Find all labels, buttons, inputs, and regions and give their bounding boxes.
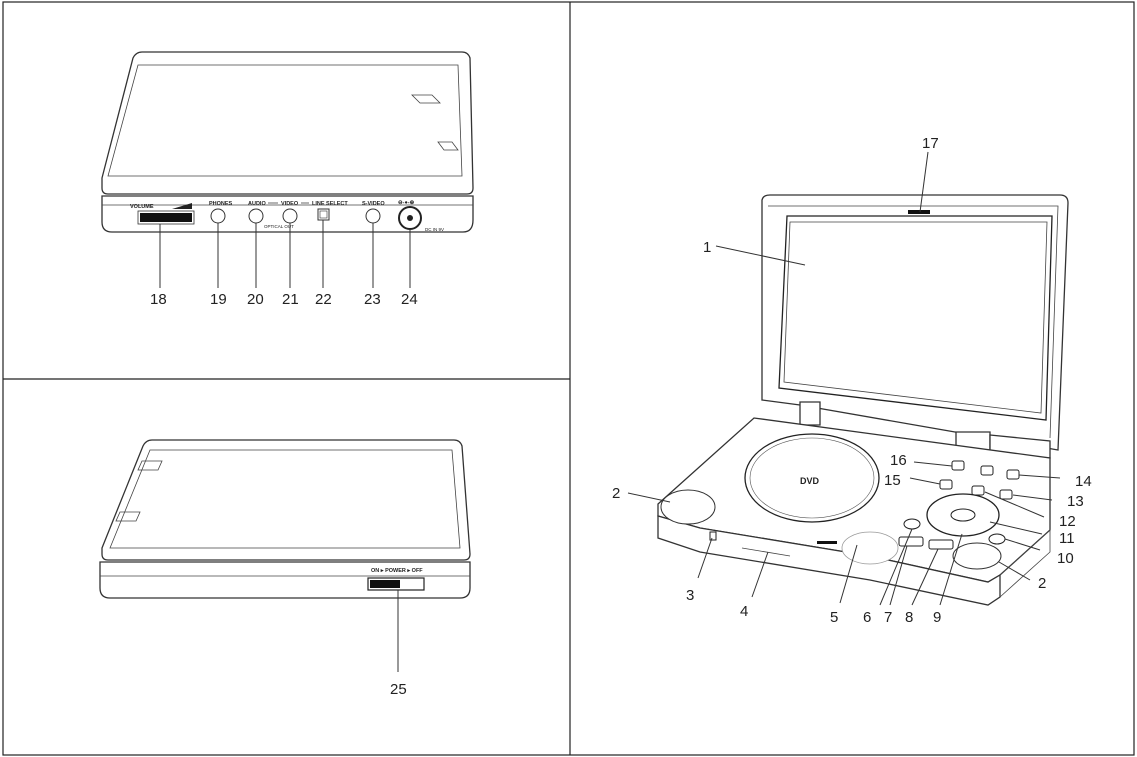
dc-in-label: DC IN 9V [425,227,444,232]
callout-23: 23 [364,291,381,308]
callout-2-right: 2 [1038,575,1046,592]
callout-7: 7 [884,609,892,626]
dc-polarity-icon: ⊖-●-⊕ [398,200,415,206]
player-open-view: DVD [612,135,1092,626]
callout-25: 25 [390,681,407,698]
optical-out-label: OPTICAL OUT [264,224,294,229]
callout-18: 18 [150,291,167,308]
callout-11: 11 [1059,530,1075,547]
callout-14: 14 [1075,473,1092,490]
callout-21: 21 [282,291,299,308]
callout-2-left: 2 [612,485,620,502]
power-switch-label: ON ▸ POWER ▸ OFF [371,568,423,574]
audio-label: AUDIO [248,201,266,207]
callout-10: 10 [1057,550,1074,567]
callout-16: 16 [890,452,907,469]
callout-13: 13 [1067,493,1084,510]
s-video-label: S-VIDEO [362,201,385,207]
callout-9: 9 [933,609,941,626]
callout-4: 4 [740,603,748,620]
callout-6: 6 [863,609,871,626]
callout-24: 24 [401,291,418,308]
volume-label: VOLUME [130,204,154,210]
callout-5: 5 [830,609,838,626]
callout-17: 17 [922,135,939,152]
line-select-label: LINE SELECT [312,201,348,207]
callout-1: 1 [703,239,711,256]
callout-15: 15 [884,472,901,489]
callout-22: 22 [315,291,332,308]
player-side-view-power: ON ▸ POWER ▸ OFF 25 [99,439,471,698]
callout-20: 20 [247,291,264,308]
player-side-view-jacks: VOLUME PHONES AUDIO VIDEO LINE SELECT S-… [101,51,474,308]
phones-label: PHONES [209,201,233,207]
callout-12: 12 [1059,513,1076,530]
callout-8: 8 [905,609,913,626]
dvd-logo: DVD [800,476,820,486]
callout-3: 3 [686,587,694,604]
video-label: VIDEO [281,201,299,207]
callout-19: 19 [210,291,227,308]
